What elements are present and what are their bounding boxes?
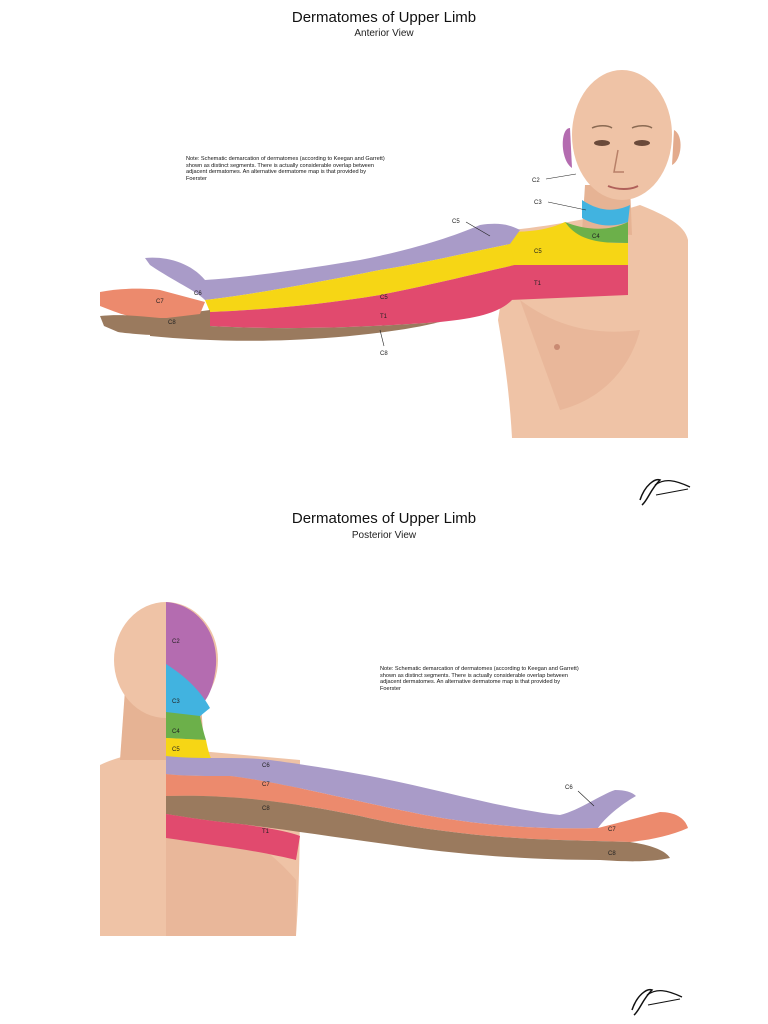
anterior-label-c7: C7 [156,299,164,305]
anterior-label-c2: C2 [532,178,540,184]
posterior-label-c5: C5 [172,747,180,753]
anterior-ear-right [672,130,681,165]
anterior-label-c5-neck: C5 [534,249,542,255]
anterior-label-c5-shoulder: C5 [452,219,460,225]
anterior-c3-band [582,200,630,226]
posterior-subtitle: Posterior View [351,530,417,541]
anterior-head [572,70,672,200]
posterior-c6-band [166,756,636,829]
anterior-c8-hand [100,315,210,336]
posterior-c7-band [166,774,688,842]
anterior-note: Note: Schematic demarcation of dermatome… [186,156,385,182]
anterior-label-t1-arm: T1 [380,314,388,320]
posterior-t1-band [166,814,300,860]
anterior-label-c6: C6 [194,291,202,297]
anterior-label-c8-arm: C8 [380,351,388,357]
anterior-artist-signature [639,478,691,506]
anterior-ear [562,128,572,168]
posterior-label-c7: C7 [262,782,270,788]
posterior-label-c8: C8 [262,806,270,812]
posterior-note: Note: Schematic demarcation of dermatome… [380,666,579,692]
anterior-c7-hand [100,288,205,320]
anterior-label-c5-arm: C5 [380,295,388,301]
posterior-c4-band [166,712,206,740]
posterior-c8-band [166,795,670,862]
posterior-label-c7-hand: C7 [608,827,616,833]
anterior-illustration: C2 C3 C4 C5 C5 T1 C5 T1 C6 C7 C8 C8 [100,70,691,506]
anterior-subtitle: Anterior View [354,28,414,39]
anterior-t1-arm [210,265,515,329]
posterior-label-c6: C6 [262,763,270,769]
anterior-label-c3: C3 [534,200,542,206]
anterior-c6-band [145,223,520,300]
anterior-c5-shoulder [505,222,628,265]
anterior-label-c8: C8 [168,320,176,326]
posterior-artist-signature [631,988,683,1016]
posterior-label-c8-hand: C8 [608,851,616,857]
anterior-t1-chest [510,265,628,300]
posterior-label-c2: C2 [172,639,180,645]
posterior-title: Dermatomes of Upper Limb [291,510,477,527]
posterior-label-t1: T1 [262,829,270,835]
posterior-label-c6-hand: C6 [565,785,573,791]
anterior-title: Dermatomes of Upper Limb [291,9,477,26]
anterior-c5-arm [205,244,515,312]
posterior-c3-band [166,664,210,720]
posterior-label-c3: C3 [172,699,180,705]
posterior-label-c4: C4 [172,729,180,735]
anterior-label-t1-chest: T1 [534,281,542,287]
anterior-nipple [554,344,560,350]
anterior-chest-shade [520,300,640,410]
anterior-label-c4: C4 [592,234,600,240]
anterior-c8-arm [150,310,440,341]
